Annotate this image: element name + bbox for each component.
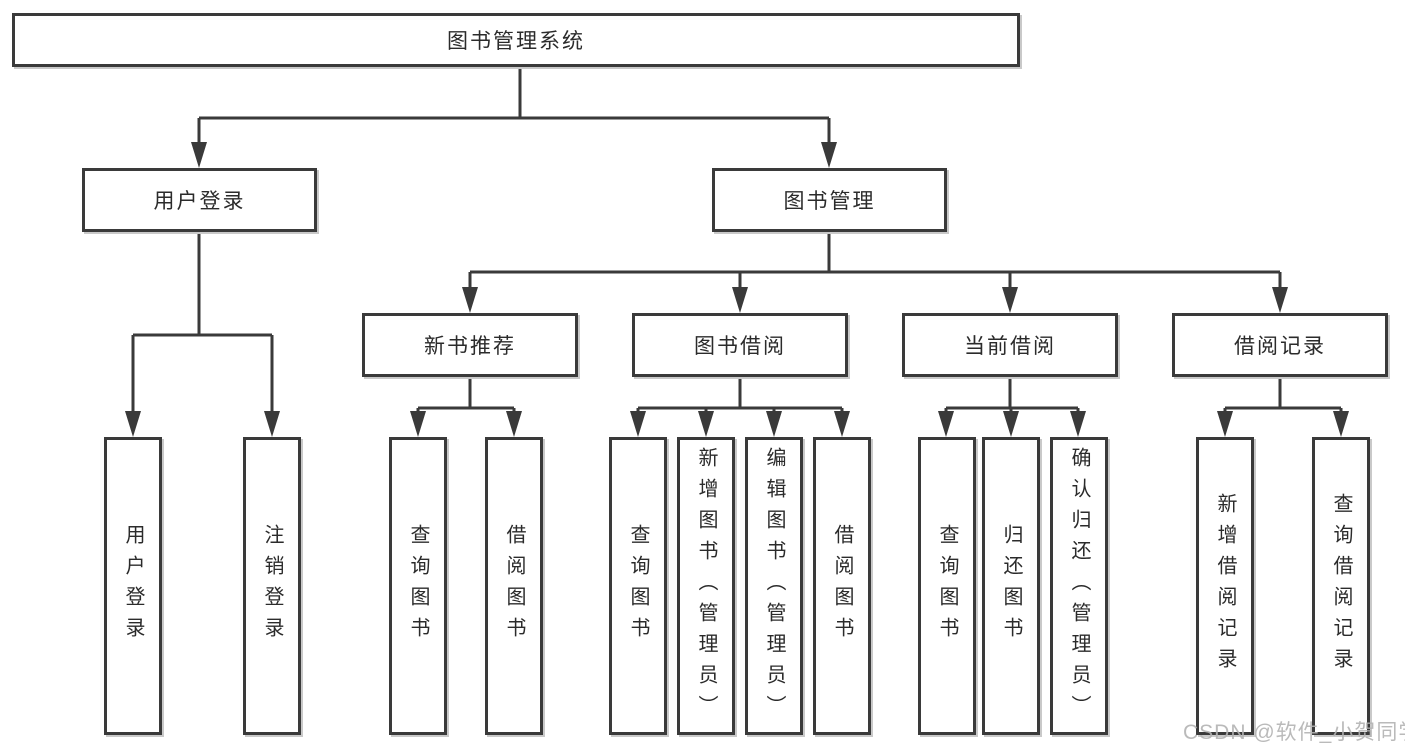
node-book-borrow: 图书借阅 [632, 313, 848, 377]
leaf-add-book-admin: 新增图书（管理员） [677, 437, 735, 735]
leaf-add-borrow-record: 新增借阅记录 [1196, 437, 1254, 735]
connector-book-borrow-children [636, 377, 844, 415]
leaf-query-borrow-record: 查询借阅记录 [1312, 437, 1370, 735]
leaf-confirm-return-admin: 确认归还（管理员） [1050, 437, 1108, 735]
connector-user-login-children [131, 232, 274, 415]
connector-new-book-children [416, 377, 516, 415]
leaf-user-login: 用户登录 [104, 437, 162, 735]
leaf-return-book: 归还图书 [982, 437, 1040, 735]
connector-book-management-to-level3 [468, 232, 1282, 291]
leaf-borrow-books-2: 借阅图书 [813, 437, 871, 735]
node-current-borrow: 当前借阅 [902, 313, 1118, 377]
csdn-watermark: CSDN @软件_小贺同学 [1183, 721, 1405, 744]
arrowheads [125, 142, 1349, 437]
node-borrow-records: 借阅记录 [1172, 313, 1388, 377]
leaf-query-books-3: 查询图书 [918, 437, 976, 735]
connector-current-borrow-children [944, 377, 1080, 415]
leaf-query-books-2: 查询图书 [609, 437, 667, 735]
leaf-logout: 注销登录 [243, 437, 301, 735]
connector-borrow-records-children [1223, 377, 1343, 415]
node-root-library-system: 图书管理系统 [12, 13, 1020, 67]
leaf-query-books-1: 查询图书 [389, 437, 447, 735]
leaf-edit-book-admin: 编辑图书（管理员） [745, 437, 803, 735]
node-book-management: 图书管理 [712, 168, 947, 232]
connector-root-to-level2 [197, 67, 831, 146]
leaf-borrow-books-1: 借阅图书 [485, 437, 543, 735]
node-user-login: 用户登录 [82, 168, 317, 232]
node-new-book-recommend: 新书推荐 [362, 313, 578, 377]
